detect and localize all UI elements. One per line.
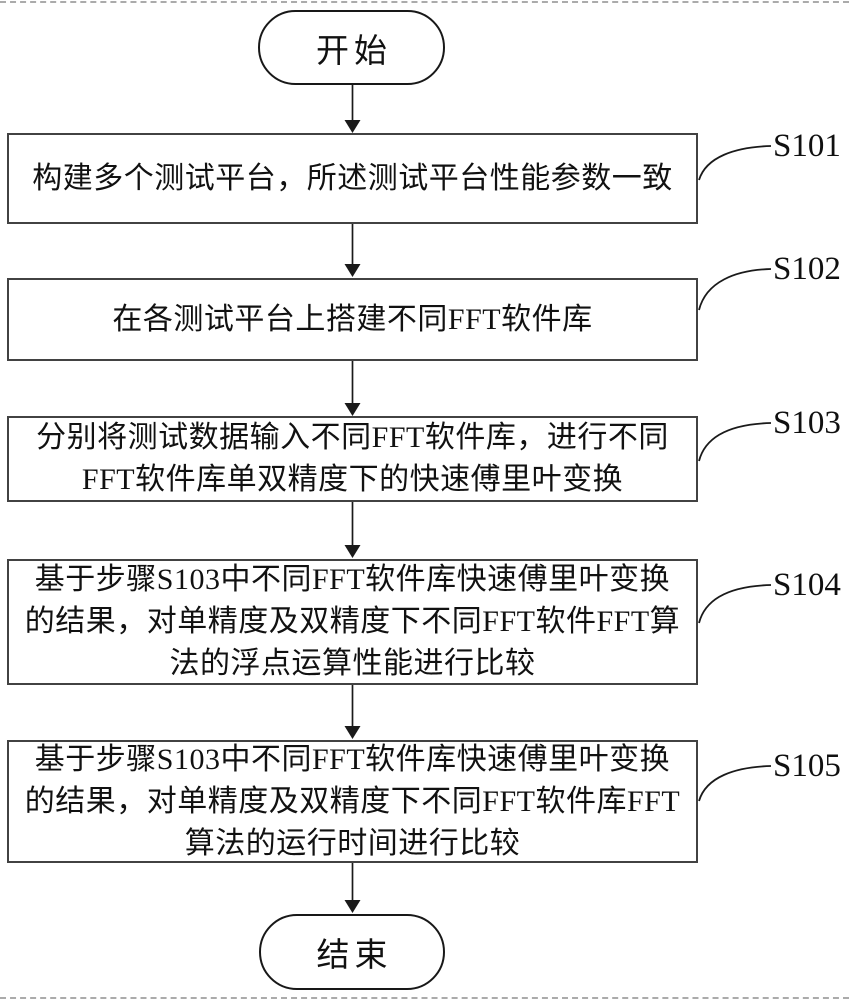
step-label-s102: S102 — [773, 251, 841, 287]
down-arrow-connector-2 — [344, 224, 361, 277]
process-box-s105: 基于步骤S103中不同FFT软件库快速傅里叶变换 的结果，对单精度及双精度下不同… — [7, 740, 698, 863]
start-terminal: 开始 — [258, 10, 445, 85]
process-text-line: 算法的运行时间进行比较 — [184, 826, 521, 860]
down-arrow-connector-5 — [344, 685, 361, 739]
process-text-line: FFT软件库单双精度下的快速傅里叶变换 — [81, 463, 624, 496]
down-arrow-connector-3 — [344, 361, 361, 416]
leader-line-s103 — [698, 422, 772, 462]
process-box-s103: 分别将测试数据输入不同FFT软件库，进行不同 FFT软件库单双精度下的快速傅里叶… — [7, 416, 698, 502]
step-label-s105: S105 — [773, 748, 841, 784]
leader-line-s105 — [698, 765, 772, 802]
process-box-s102: 在各测试平台上搭建不同FFT软件库 — [7, 278, 698, 361]
step-label-s103: S103 — [773, 405, 841, 441]
step-label-s101: S101 — [773, 128, 841, 164]
start-label: 开始 — [316, 33, 392, 70]
scan-artifact-top-line — [0, 1, 849, 3]
end-label: 结束 — [316, 938, 393, 974]
leader-line-s104 — [698, 584, 772, 624]
process-text-line: 的结果，对单精度及双精度下不同FFT软件库FFT — [24, 784, 681, 818]
leader-line-s101 — [698, 145, 772, 181]
process-box-s104: 基于步骤S103中不同FFT软件库快速傅里叶变换 的结果，对单精度及双精度下不同… — [7, 559, 698, 685]
down-arrow-connector-4 — [344, 502, 361, 558]
leader-line-s102 — [698, 268, 772, 311]
process-text-line: 分别将测试数据输入不同FFT软件库，进行不同 — [36, 421, 669, 454]
down-arrow-connector-1 — [344, 85, 361, 133]
step-label-s104: S104 — [773, 567, 841, 603]
process-text-line: 法的浮点运算性能进行比较 — [169, 647, 536, 680]
process-box-s101: 构建多个测试平台，所述测试平台性能参数一致 — [7, 133, 698, 224]
process-text-line: 基于步骤S103中不同FFT软件库快速傅里叶变换 — [34, 742, 671, 776]
process-text-line: 基于步骤S103中不同FFT软件库快速傅里叶变换 — [34, 563, 671, 596]
down-arrow-connector-6 — [344, 863, 361, 913]
end-terminal: 结束 — [259, 914, 445, 990]
scan-artifact-bottom-line — [0, 997, 849, 999]
process-text-line: 的结果，对单精度及双精度下不同FFT软件FFT算 — [24, 605, 681, 638]
process-text-line: 在各测试平台上搭建不同FFT软件库 — [112, 302, 593, 336]
process-text-line: 构建多个测试平台，所述测试平台性能参数一致 — [32, 161, 673, 195]
